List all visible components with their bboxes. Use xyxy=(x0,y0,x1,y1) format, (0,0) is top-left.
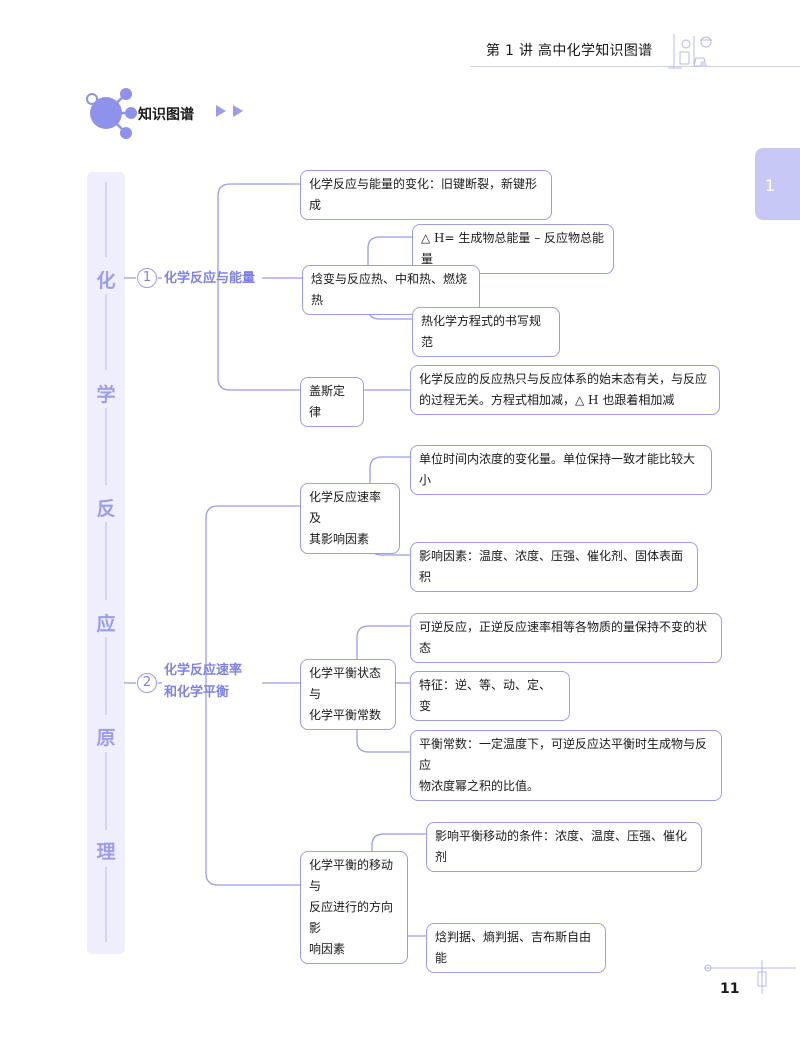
vertical-title-char: 原 xyxy=(96,727,116,749)
node-rate-factors[interactable]: 影响因素：温度、浓度、压强、催化剂、固体表面积 xyxy=(410,542,698,592)
page-number: 11 xyxy=(720,981,740,997)
node-reaction-rate[interactable]: 化学反应速率及 其影响因素 xyxy=(300,483,400,554)
node-reaction-energy-change[interactable]: 化学反应与能量的变化：旧键断裂，新键形成 xyxy=(300,170,552,220)
node-thermochemical-equation[interactable]: 热化学方程式的书写规范 xyxy=(412,307,560,357)
node-equilibrium-shift[interactable]: 化学平衡的移动与 反应进行的方向影 响因素 xyxy=(300,851,408,964)
knowledge-graph-icon xyxy=(86,88,137,139)
vertical-title-char: 应 xyxy=(96,613,116,635)
running-header: 第 1 讲 高中化学知识图谱 xyxy=(486,43,653,59)
vertical-title-char: 反 xyxy=(96,498,116,520)
chapter-tab-number: 1 xyxy=(764,176,776,195)
node-enthalpy-change[interactable]: 焓变与反应热、中和热、燃烧热 xyxy=(302,265,480,315)
arrow-right-icon xyxy=(216,105,226,117)
branch-label-energy[interactable]: 化学反应与能量 xyxy=(164,271,256,286)
node-equilibrium-constant[interactable]: 平衡常数：一定温度下，可逆反应达平衡时生成物与反应 物浓度幂之积的比值。 xyxy=(410,730,722,801)
vertical-title-dividers xyxy=(105,182,107,942)
lab-apparatus-icon xyxy=(668,34,712,69)
vertical-title-char: 学 xyxy=(96,384,116,406)
vertical-title-char: 理 xyxy=(96,841,116,863)
branch-number-badge: 1 xyxy=(137,268,157,288)
arrow-right-icon xyxy=(233,105,243,117)
vertical-title-char: 化 xyxy=(96,270,116,292)
footer-decoration-icon xyxy=(704,960,796,994)
node-hess-law-description[interactable]: 化学反应的反应热只与反应体系的始末态有关，与反应 的过程无关。方程式相加减，△ … xyxy=(410,365,720,415)
node-rate-definition[interactable]: 单位时间内浓度的变化量。单位保持一致才能比较大小 xyxy=(410,445,712,495)
node-hess-law[interactable]: 盖斯定律 xyxy=(300,377,364,427)
section-title: 知识图谱 xyxy=(138,107,194,123)
chapter-tab[interactable] xyxy=(755,148,800,220)
node-spontaneity-criteria[interactable]: 焓判据、熵判据、吉布斯自由能 xyxy=(426,923,606,973)
header-rule xyxy=(470,66,800,67)
node-equilibrium-features[interactable]: 特征：逆、等、动、定、变 xyxy=(410,671,570,721)
branch-label-rate-line2[interactable]: 和化学平衡 xyxy=(164,685,230,700)
branch-label-rate-line1[interactable]: 化学反应速率 xyxy=(164,663,243,678)
branch-number-badge: 2 xyxy=(137,673,157,693)
node-equilibrium-definition[interactable]: 可逆反应，正逆反应速率相等各物质的量保持不变的状态 xyxy=(410,613,722,663)
node-shift-conditions[interactable]: 影响平衡移动的条件：浓度、温度、压强、催化剂 xyxy=(426,822,702,872)
node-equilibrium-state[interactable]: 化学平衡状态与 化学平衡常数 xyxy=(300,659,396,730)
